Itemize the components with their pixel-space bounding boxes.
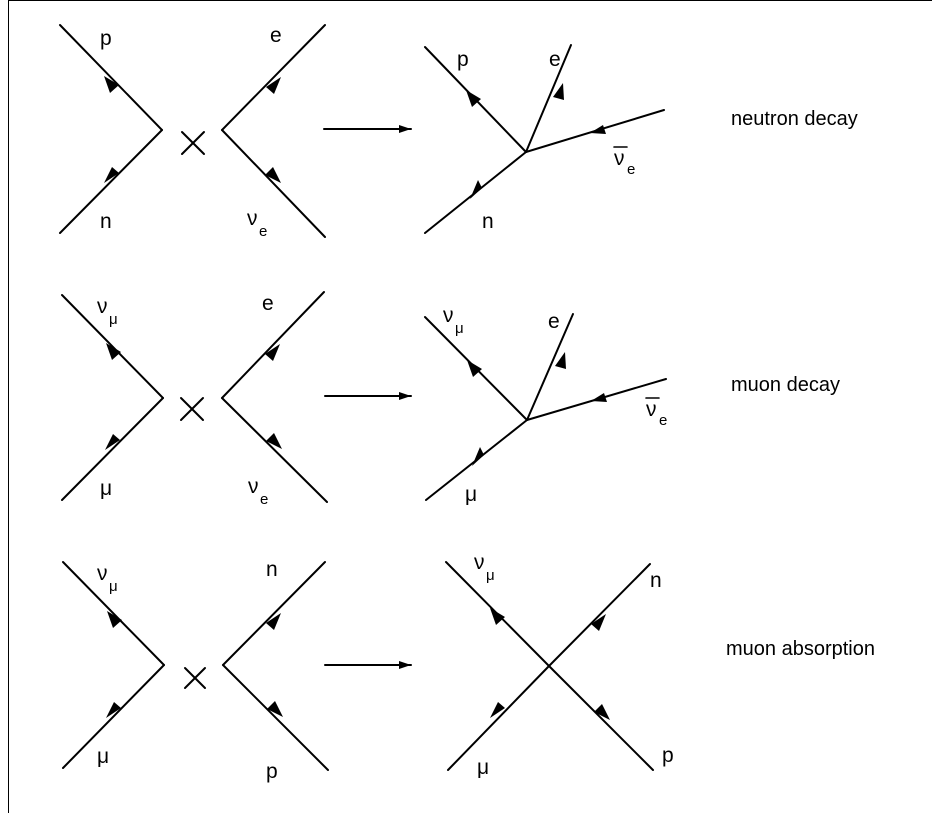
arrow-marker: [266, 433, 282, 449]
particle-label-subscript: μ: [486, 567, 495, 584]
particle-label: ν: [247, 207, 258, 230]
particle-label: μ: [97, 745, 109, 768]
propagator-nu-mu: [62, 561, 165, 666]
particle-label-subscript: μ: [109, 578, 118, 595]
particle-label-subscript: μ: [109, 311, 118, 328]
particle-label-subscript: e: [260, 491, 268, 508]
arrow-marker: [594, 704, 610, 720]
arrow-marker: [104, 167, 119, 183]
propagator-mu: [62, 664, 165, 769]
contact-cross: [181, 131, 205, 155]
particle-label: n: [650, 569, 662, 592]
arrow-marker: [105, 434, 120, 450]
propagator-e: [221, 24, 326, 131]
particle-label: ν: [443, 304, 454, 327]
arrow-marker: [470, 180, 482, 199]
particle-label: μ: [465, 483, 477, 506]
particle-label: p: [100, 27, 112, 50]
row-neutron-decay: p n e ν e p e n ν e: [59, 24, 665, 240]
particle-label: n: [266, 558, 278, 581]
arrow-marker: [555, 352, 566, 369]
particle-label-subscript: e: [259, 223, 267, 240]
arrow-marker: [266, 77, 281, 94]
particle-label: p: [662, 744, 674, 767]
arrow-marker: [265, 344, 280, 361]
particle-label: p: [457, 48, 469, 71]
particle-label: n: [100, 210, 112, 233]
propagator-p: [548, 665, 654, 771]
particle-label: n: [482, 210, 494, 233]
particle-label-subscript: e: [659, 412, 667, 429]
arrow-marker: [590, 125, 606, 134]
propagator-n: [222, 561, 326, 666]
effective-vertex-diagram: p e n ν e: [424, 44, 665, 234]
arrow-marker: [553, 83, 564, 100]
particle-label-subscript: e: [627, 161, 635, 178]
propagator-mu: [447, 665, 550, 771]
particle-label: μ: [100, 477, 112, 500]
particle-label: ν: [614, 147, 625, 170]
arrow-marker: [106, 343, 121, 360]
arrow-marker: [591, 393, 607, 402]
arrow-marker: [472, 447, 484, 466]
arrow-marker: [490, 608, 505, 625]
arrow-marker: [266, 613, 281, 630]
row-muon-absorption: ν μ μ n p ν μ n μ p: [62, 551, 674, 783]
four-fermion-diagram: ν μ μ n p: [62, 558, 329, 783]
frame-left-border: [8, 0, 9, 813]
contact-cross: [180, 397, 204, 421]
propagator-p: [59, 24, 163, 131]
arrow-marker: [106, 702, 121, 718]
particle-label: ν: [646, 398, 657, 421]
arrow-marker: [104, 76, 119, 93]
row-muon-decay: ν μ μ e ν e ν μ e μ: [61, 291, 667, 508]
propagator-n: [59, 129, 163, 234]
process-label-muon-absorption: muon absorption: [726, 638, 875, 660]
propagator-n: [548, 563, 651, 667]
propagator-e: [221, 291, 325, 399]
arrow-marker: [591, 614, 606, 631]
particle-label: ν: [97, 295, 108, 318]
particle-label: μ: [477, 756, 489, 779]
contact-cross: [184, 667, 206, 689]
propagator-mu: [61, 397, 164, 501]
propagator-nu-e: [221, 129, 326, 238]
particle-label: e: [549, 48, 561, 71]
process-label-muon-decay: muon decay: [731, 374, 840, 396]
effective-vertex-diagram: ν μ n μ p: [445, 551, 674, 779]
particle-label: e: [548, 310, 560, 333]
propagator-e: [526, 313, 574, 421]
arrow-marker: [265, 167, 281, 183]
particle-label: p: [266, 760, 278, 783]
arrow-marker: [466, 90, 481, 107]
process-label-neutron-decay: neutron decay: [731, 108, 858, 130]
four-fermion-diagram: ν μ μ e ν e: [61, 291, 328, 508]
arrow-marker: [467, 360, 482, 377]
particle-label: e: [262, 292, 274, 315]
propagator-p: [222, 664, 329, 771]
arrow-marker: [267, 701, 283, 717]
propagator-nu-mu: [61, 294, 164, 399]
arrow-marker: [107, 611, 122, 628]
particle-label: ν: [474, 551, 485, 574]
particle-label: e: [270, 24, 282, 47]
effective-vertex-diagram: ν μ e μ ν e: [424, 304, 667, 506]
particle-label-subscript: μ: [455, 320, 464, 337]
propagator-nu-e: [221, 397, 328, 503]
frame-top-border: [8, 0, 932, 1]
particle-label: ν: [248, 475, 259, 498]
propagator-e: [525, 44, 572, 153]
arrow-marker: [490, 702, 505, 718]
particle-label: ν: [97, 562, 108, 585]
four-fermion-diagram: p n e ν e: [59, 24, 326, 240]
